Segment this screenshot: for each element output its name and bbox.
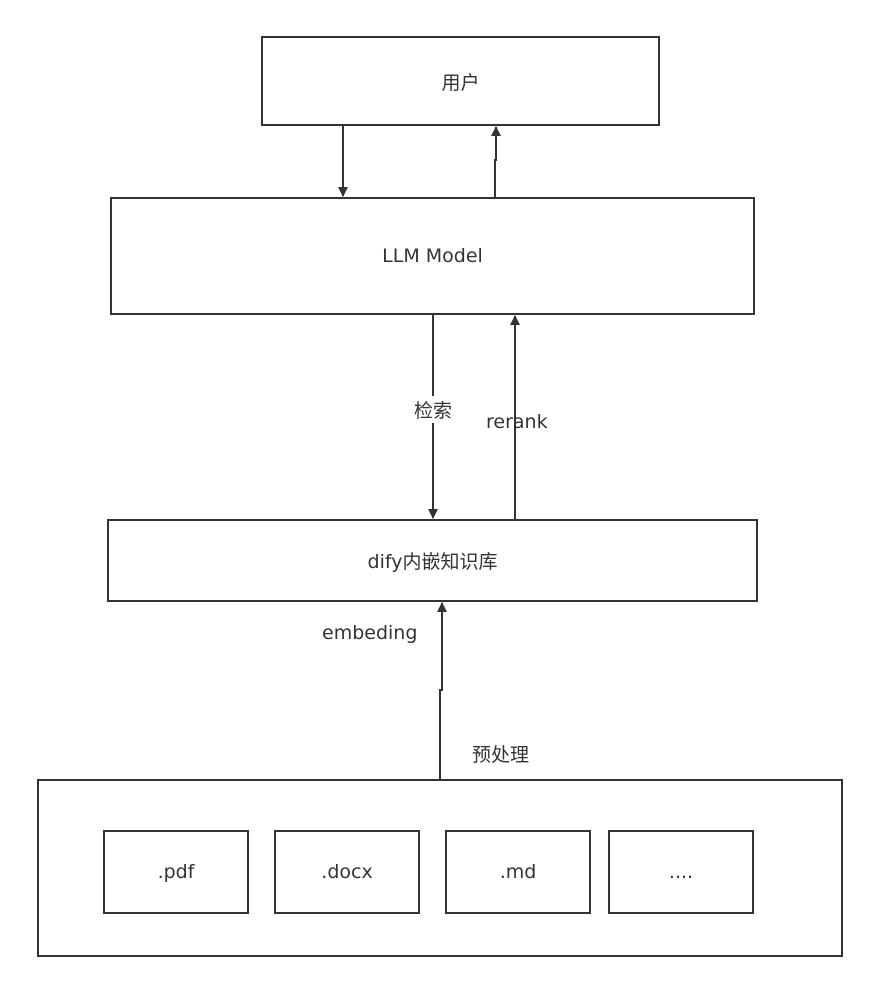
- file-node-more-label: ....: [668, 861, 694, 883]
- file-node-md: .md: [445, 830, 591, 914]
- llm-model-node-label: LLM Model: [382, 245, 483, 267]
- knowledge-base-node-label: dify内嵌知识库: [367, 551, 498, 573]
- arrow-embedding: [437, 602, 447, 780]
- edge-label-embedding: embeding: [322, 622, 418, 644]
- file-node-pdf: .pdf: [103, 830, 249, 914]
- llm-model-node: LLM Model: [110, 197, 755, 315]
- file-node-pdf-label: .pdf: [157, 861, 195, 883]
- user-node: 用户: [261, 36, 660, 126]
- file-node-md-label: .md: [499, 861, 537, 883]
- edge-label-retrieve: 检索: [414, 396, 453, 423]
- arrow-llm-to-user: [491, 126, 501, 198]
- edge-label-rerank: rerank: [486, 411, 548, 433]
- file-node-docx-label: .docx: [321, 861, 373, 883]
- file-node-more: ....: [608, 830, 754, 914]
- edge-label-preprocess: 预处理: [472, 744, 530, 766]
- user-node-label: 用户: [441, 71, 480, 94]
- knowledge-base-node: dify内嵌知识库: [107, 519, 758, 602]
- file-node-docx: .docx: [274, 830, 420, 914]
